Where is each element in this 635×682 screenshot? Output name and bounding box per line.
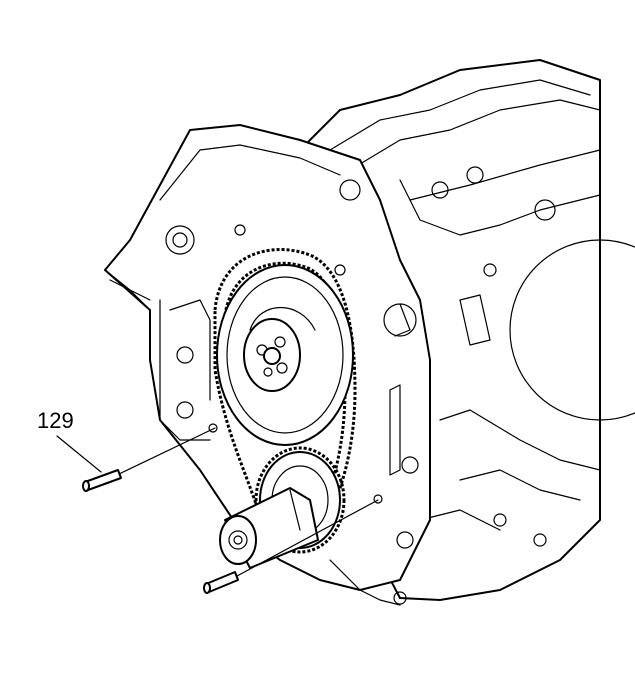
callout-label: 129 — [37, 408, 74, 433]
crankshaft-snout — [219, 487, 319, 569]
callout-129: 129 — [37, 408, 102, 473]
dowel-pin-upper — [82, 423, 218, 492]
camshaft-sprocket — [216, 264, 354, 446]
dowel-pin-lower — [203, 494, 383, 594]
